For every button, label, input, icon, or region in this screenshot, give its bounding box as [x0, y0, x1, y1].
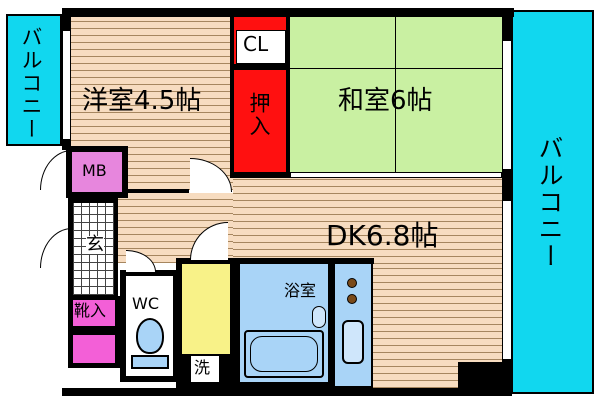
bathtub-inner-icon [250, 336, 318, 372]
japanese-room-sliding-door [290, 172, 502, 178]
oshiire [233, 70, 288, 175]
right-window-2 [502, 200, 512, 360]
washing-area [182, 264, 230, 354]
meter-box-label: MB [82, 161, 107, 180]
stove-burner-2-icon [347, 294, 357, 304]
right-window-1 [502, 40, 512, 170]
wall-western-bottom [71, 189, 189, 193]
shoe-storage [73, 300, 115, 326]
toilet-tank-icon [131, 355, 169, 369]
shoe-storage-lower [73, 335, 115, 363]
japanese-room-label: 和室6帖 [338, 86, 433, 116]
right-balcony [511, 10, 594, 394]
dining-kitchen [233, 178, 502, 264]
outer-wall-top [62, 8, 514, 17]
tatami-line-v2 [395, 68, 396, 175]
meter-box [72, 152, 122, 192]
washing-label: 洗 [194, 358, 211, 377]
left-balcony-label: バルコニー [19, 26, 43, 141]
stove-burner-1-icon [347, 278, 357, 288]
entrance-label: 玄 [86, 234, 104, 255]
oshiire-label: 押入 [247, 92, 271, 138]
right-balcony-label: バルコニー [535, 135, 564, 270]
toilet-bowl-icon [136, 318, 164, 354]
tatami-line-v1 [395, 17, 396, 68]
dining-kitchen-label: DK6.8帖 [326, 219, 439, 252]
bottom-right-notch [458, 362, 508, 396]
outer-wall-bottom [62, 388, 512, 396]
left-balcony [6, 14, 62, 146]
wall-below-closet [230, 172, 290, 178]
closet-label: CL [243, 32, 269, 56]
bathroom-label: 浴室 [284, 281, 317, 300]
wall-western-right [230, 17, 234, 175]
bath-faucet-icon [312, 306, 326, 328]
toilet-label: WC [132, 294, 159, 313]
kitchen-sink-icon [342, 320, 364, 364]
shoe-storage-label: 靴入 [74, 301, 107, 320]
wall-bath-top [234, 258, 374, 264]
washing-machine [190, 355, 220, 383]
closet-door [236, 30, 286, 64]
japanese-room-wall-left [286, 17, 290, 175]
western-room-window [62, 30, 71, 140]
western-room-label: 洋室4.5帖 [82, 86, 202, 116]
closet-divider [233, 64, 289, 70]
